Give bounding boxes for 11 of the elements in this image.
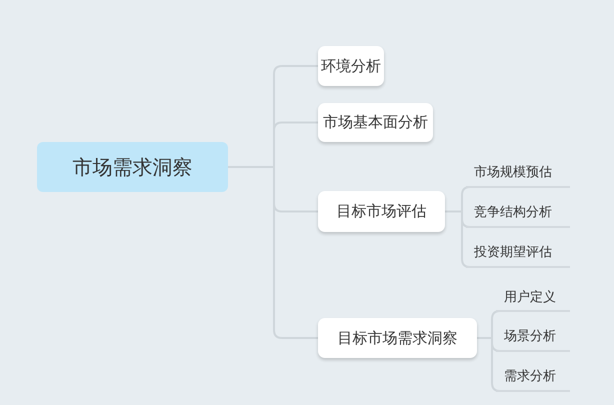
- topic-box: 目标市场评估: [318, 191, 445, 232]
- subtopic-label: 投资期望评估: [466, 238, 570, 268]
- topic-box: 目标市场需求洞察: [318, 318, 477, 358]
- root-box: 市场需求洞察: [37, 142, 228, 192]
- subtopic-label: 市场规模预估: [466, 158, 570, 188]
- subtopic-label: 竞争结构分析: [466, 198, 570, 228]
- subtopic-label: 场景分析: [496, 322, 570, 352]
- topic-box: 环境分析: [318, 46, 384, 86]
- subtopic-label: 用户定义: [496, 283, 570, 312]
- topic-box: 市场基本面分析: [318, 103, 433, 142]
- subtopic-label: 需求分析: [496, 362, 570, 392]
